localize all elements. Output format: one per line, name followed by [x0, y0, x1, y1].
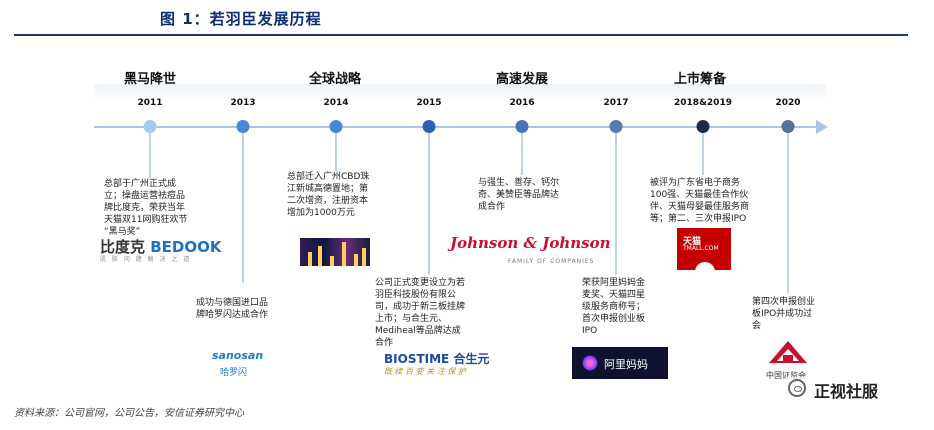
event-line: 总部于广州正式成 [104, 178, 187, 190]
connector-2015 [429, 133, 430, 275]
event-line: 司，成功于新三板挂牌 [375, 301, 465, 313]
sanosan-cn-text: 哈罗闪 [220, 365, 247, 378]
timeline-axis [94, 126, 820, 128]
connector-2016 [522, 133, 523, 175]
event-line: 上市；与合生元、 [375, 313, 465, 325]
phase-label-1: 黑马降世 [124, 68, 176, 87]
event-line: 江新城高德置地；第 [287, 183, 369, 195]
event-2020-description: 第四次申报创业 板IPO并成功过 会 [752, 296, 815, 332]
biostime-logo: BIOSTIME 合生元 [384, 350, 489, 367]
tmall-cat-icon [695, 262, 715, 272]
year-2014: 2014 [323, 98, 348, 108]
tmall-logo: 天猫 TMALL.COM [677, 228, 731, 270]
event-line: 天猫双11网购狂欢节 [104, 214, 187, 226]
bedook-slogan: 肌 肤 问 题 解 决 之 道 [100, 254, 191, 263]
event-line: 奇、美赞臣等品牌达 [478, 189, 559, 201]
event-line: 增加为1000万元 [287, 207, 369, 219]
connector-2011 [150, 133, 151, 178]
connector-2017 [616, 133, 617, 275]
year-2018-2019: 2018&2019 [674, 98, 732, 108]
connector-2020 [788, 133, 789, 293]
sanosan-logo: sanosan [212, 349, 263, 362]
event-line: 级服务商称号； [582, 301, 645, 313]
title-divider [14, 34, 908, 36]
city-skyline-image [300, 238, 370, 266]
biostime-slogan: 既 续 百 变 关 注 保 护 [384, 366, 466, 377]
event-line: 伴、天猫母婴最佳服务商 [650, 201, 749, 213]
event-line: 麦奖、天猫四星 [582, 289, 645, 301]
phase-label-3: 高速发展 [496, 68, 548, 87]
connector-2013 [243, 133, 244, 283]
event-line: 总部迁入广州CBD珠 [287, 171, 369, 183]
event-2018-2019-description: 被评为广东省电子商务 100强、天猫最佳合作伙 伴、天猫母婴最佳服务商 等；第二… [650, 177, 749, 225]
johnson-logo: Johnson & Johnson [450, 234, 611, 252]
event-line: IPO [582, 325, 645, 337]
timeline-dot-2014 [330, 120, 343, 133]
alimama-mark-icon [582, 355, 598, 371]
event-line: 与强生、善存、钙尔 [478, 177, 559, 189]
year-2020: 2020 [775, 98, 800, 108]
timeline-dot-2017 [610, 120, 623, 133]
year-2016: 2016 [509, 98, 534, 108]
event-2016-description: 与强生、善存、钙尔 奇、美赞臣等品牌达 成合作 [478, 177, 559, 213]
timeline-dot-2020 [782, 120, 795, 133]
connector-2018 [703, 133, 704, 175]
tmall-en-text: TMALL.COM [683, 245, 719, 252]
event-line: 成功与德国进口品 [196, 297, 268, 309]
event-line: 荣获阿里妈妈金 [582, 277, 645, 289]
event-line: 二次增资，注册资本 [287, 195, 369, 207]
johnson-logo-subtitle: FAMILY OF COMPANIES [508, 258, 594, 265]
timeline-dot-2016 [516, 120, 529, 133]
source-note: 资料来源：公司官网，公司公告，安信证券研究中心 [14, 404, 244, 419]
phase-label-4: 上市筹备 [674, 68, 726, 87]
event-line: 牌哈罗闪达成合作 [196, 309, 268, 321]
timeline-dot-2018-2019 [697, 120, 710, 133]
figure-title: 图 1：若羽臣发展历程 [160, 8, 322, 29]
year-2013: 2013 [230, 98, 255, 108]
event-line: 成合作 [478, 201, 559, 213]
event-line: 会 [752, 320, 815, 332]
event-line: 等；第二、三次申报IPO [650, 213, 749, 225]
year-2015: 2015 [416, 98, 441, 108]
event-line: Mediheal等品牌达成 [375, 325, 465, 337]
alimama-logo: 阿里妈妈 [572, 347, 668, 379]
event-line: 首次申报创业板 [582, 313, 645, 325]
event-line: 100强、天猫最佳合作伙 [650, 189, 749, 201]
event-line: 被评为广东省电子商务 [650, 177, 749, 189]
alimama-text: 阿里妈妈 [604, 356, 648, 372]
event-2014-description: 总部迁入广州CBD珠 江新城高德置地；第 二次增资，注册资本 增加为1000万元 [287, 171, 369, 219]
watermark-text: 正视社服 [814, 378, 878, 402]
timeline-dot-2015 [423, 120, 436, 133]
year-2017: 2017 [603, 98, 628, 108]
timeline-dot-2011 [144, 120, 157, 133]
event-2017-description: 荣获阿里妈妈金 麦奖、天猫四星 级服务商称号； 首次申报创业板 IPO [582, 277, 645, 337]
timeline-dot-2013 [237, 120, 250, 133]
event-2011-description: 总部于广州正式成 立；操盘运营祛痘品 牌比度克，荣获当年 天猫双11网购狂欢节 … [104, 178, 187, 238]
event-line: 立；操盘运营祛痘品 [104, 190, 187, 202]
watermark: 正视社服 [784, 377, 902, 401]
timeline-arrow-icon [816, 120, 828, 134]
wechat-icon [788, 379, 806, 397]
connector-2014 [336, 133, 337, 171]
phase-label-2: 全球战略 [309, 68, 361, 87]
year-2011: 2011 [137, 98, 162, 108]
event-line: 合作 [375, 337, 465, 349]
event-line: 公司正式变更设立为若 [375, 277, 465, 289]
event-2013-description: 成功与德国进口品 牌哈罗闪达成合作 [196, 297, 268, 321]
event-line: 牌比度克，荣获当年 [104, 202, 187, 214]
event-line: 羽臣科技股份有限公 [375, 289, 465, 301]
event-line: 板IPO并成功过 [752, 308, 815, 320]
event-line: 第四次申报创业 [752, 296, 815, 308]
event-2015-description: 公司正式变更设立为若 羽臣科技股份有限公 司，成功于新三板挂牌 上市；与合生元、… [375, 277, 465, 349]
csrc-emblem-icon [768, 340, 808, 364]
